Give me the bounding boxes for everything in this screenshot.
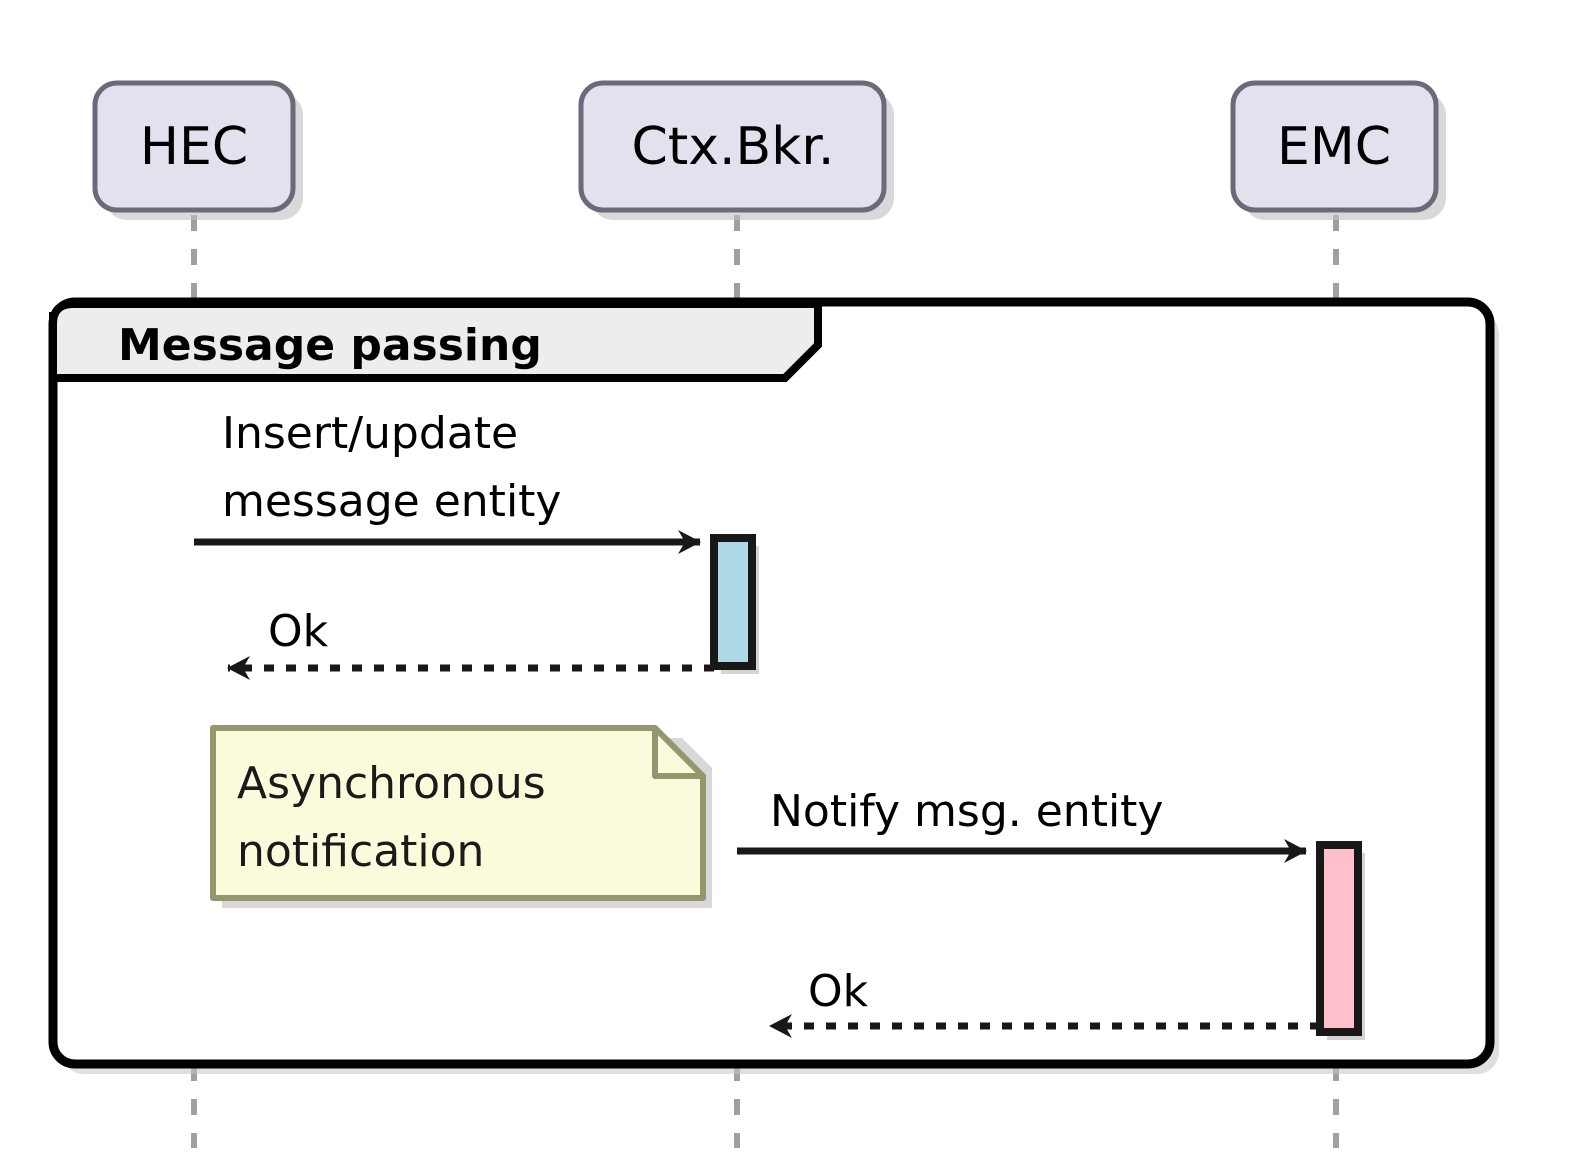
message-ok-1[interactable]: Ok xyxy=(227,606,714,680)
message-notify[interactable]: Notify msg. entity xyxy=(737,786,1307,863)
participant-hec-box xyxy=(92,80,296,213)
frame-label-tab xyxy=(49,300,822,382)
message-insert-update[interactable]: Insert/update message entity xyxy=(194,408,701,554)
message-notify-label: Notify msg. entity xyxy=(770,786,1163,837)
participant-hec[interactable]: HEC xyxy=(92,80,303,220)
participant-ctxbkr-box xyxy=(578,80,887,213)
participant-emc-label: EMC xyxy=(1277,117,1391,177)
note-label-line2: notification xyxy=(237,826,484,877)
message-insert-update-label-line2: message entity xyxy=(222,476,561,527)
activation-bars xyxy=(710,534,1365,1040)
note-asynchronous-notification[interactable]: Asynchronous notification xyxy=(210,725,712,908)
note-body xyxy=(210,725,706,901)
note-fold-icon xyxy=(652,728,703,779)
participant-hec-label: HEC xyxy=(140,117,248,177)
participant-ctxbkr-label: Ctx.Bkr. xyxy=(632,117,835,177)
participant-ctxbkr[interactable]: Ctx.Bkr. xyxy=(578,80,894,220)
message-ok-2[interactable]: Ok xyxy=(769,966,1320,1038)
activation-emc[interactable] xyxy=(1316,841,1362,1036)
message-ok-2-label: Ok xyxy=(808,966,869,1017)
activation-ctxbkr[interactable] xyxy=(710,534,756,670)
note-label-line1: Asynchronous xyxy=(237,758,546,809)
participant-emc-box xyxy=(1230,80,1439,213)
message-insert-update-label-line1: Insert/update xyxy=(222,408,518,459)
message-ok-1-label: Ok xyxy=(268,606,329,657)
frame-label-text: Message passing xyxy=(118,320,542,371)
participant-emc[interactable]: EMC xyxy=(1230,80,1446,220)
